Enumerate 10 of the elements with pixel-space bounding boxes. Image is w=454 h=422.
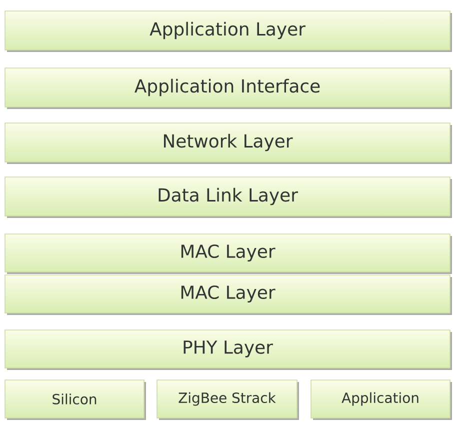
layer-box: MAC Layer xyxy=(4,234,452,274)
layer-box: Application Interface xyxy=(4,68,452,109)
layer-box: Network Layer xyxy=(4,122,452,164)
layer-box: PHY Layer xyxy=(4,330,452,370)
layer-box: Silicon xyxy=(4,380,146,420)
layer-box: Application Layer xyxy=(4,10,452,52)
layer-box: ZigBee Strack xyxy=(156,380,299,420)
layer-box: MAC Layer xyxy=(4,274,452,315)
layer-box: Data Link Layer xyxy=(4,176,452,218)
layer-box: Application xyxy=(310,380,452,420)
